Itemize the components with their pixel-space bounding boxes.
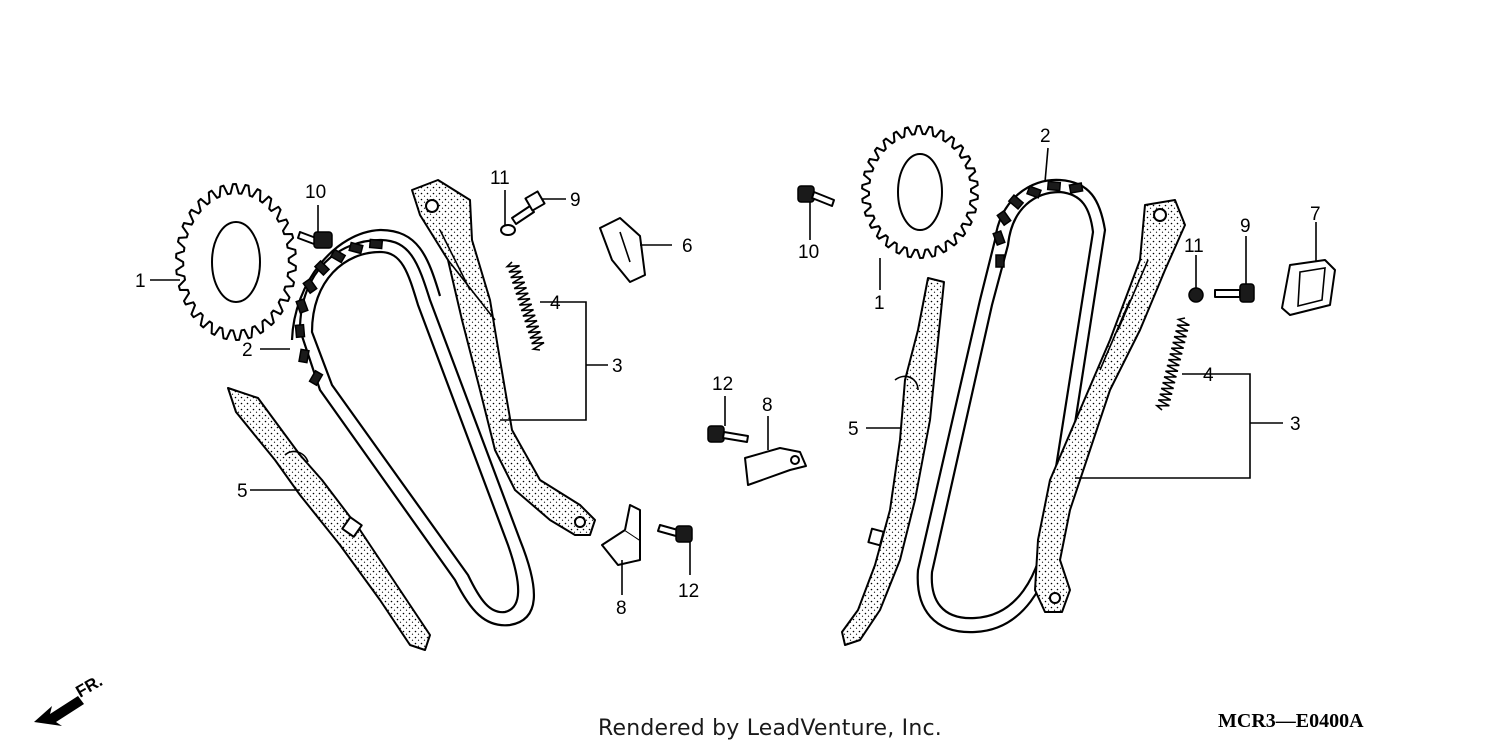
left-cam-sprocket — [175, 183, 297, 341]
right-cam-sprocket — [861, 125, 979, 259]
callout-left-12: 12 — [678, 581, 699, 602]
right-tensioner-spring — [1154, 317, 1190, 411]
left-tensioner-spring — [505, 261, 545, 351]
callout-left-2: 2 — [242, 340, 253, 361]
left-bolt-12-lower — [657, 524, 693, 543]
callout-right-5: 5 — [848, 419, 859, 440]
right-bolt-10 — [797, 185, 835, 207]
front-direction-arrow-icon: FR. — [34, 671, 106, 726]
callout-center-8: 8 — [762, 395, 773, 416]
callout-right-10: 10 — [798, 242, 819, 263]
callout-left-3: 3 — [612, 356, 623, 377]
left-part-6 — [599, 217, 646, 283]
callouts-left: 1 2 10 5 11 9 6 4 3 12 8 8 12 — [135, 168, 773, 619]
callout-center-12: 12 — [712, 374, 733, 395]
callout-left-11: 11 — [490, 168, 510, 189]
left-bolt-10 — [297, 231, 333, 249]
callout-left-4: 4 — [550, 293, 561, 314]
callout-right-1: 1 — [874, 293, 885, 314]
callout-left-9: 9 — [570, 190, 581, 211]
right-tensioner-arm — [1034, 199, 1186, 613]
render-credit: Rendered by LeadVenture, Inc. — [598, 716, 942, 741]
left-cam-chain — [290, 228, 536, 627]
leader-lines — [150, 147, 1317, 595]
callout-left-1: 1 — [135, 271, 146, 292]
callout-left-5: 5 — [237, 481, 248, 502]
callout-right-2: 2 — [1040, 126, 1051, 147]
right-bolt-9 — [1214, 283, 1255, 303]
callout-left-8: 8 — [616, 598, 627, 619]
left-chain-guide — [227, 387, 431, 651]
center-bracket-8 — [744, 447, 807, 486]
callout-right-3: 3 — [1290, 414, 1301, 435]
left-tensioner-arm — [411, 179, 596, 536]
right-chain-guide — [841, 277, 945, 646]
diagram-code: MCR3—E0400A — [1218, 710, 1364, 732]
right-washer-11 — [1188, 287, 1204, 303]
left-bolt-9 — [511, 190, 546, 225]
callouts-right: 10 1 2 5 11 9 7 4 3 — [798, 126, 1321, 440]
right-part-7 — [1281, 259, 1336, 316]
callout-right-7: 7 — [1310, 204, 1321, 225]
callout-left-10: 10 — [305, 182, 326, 203]
left-bracket-8-lower — [601, 504, 641, 566]
center-bolt-12 — [707, 425, 749, 443]
callout-right-9: 9 — [1240, 216, 1251, 237]
callout-right-4: 4 — [1203, 365, 1214, 386]
left-washer-11 — [500, 224, 516, 236]
callout-right-11: 11 — [1184, 236, 1204, 257]
callout-left-6: 6 — [682, 236, 693, 257]
